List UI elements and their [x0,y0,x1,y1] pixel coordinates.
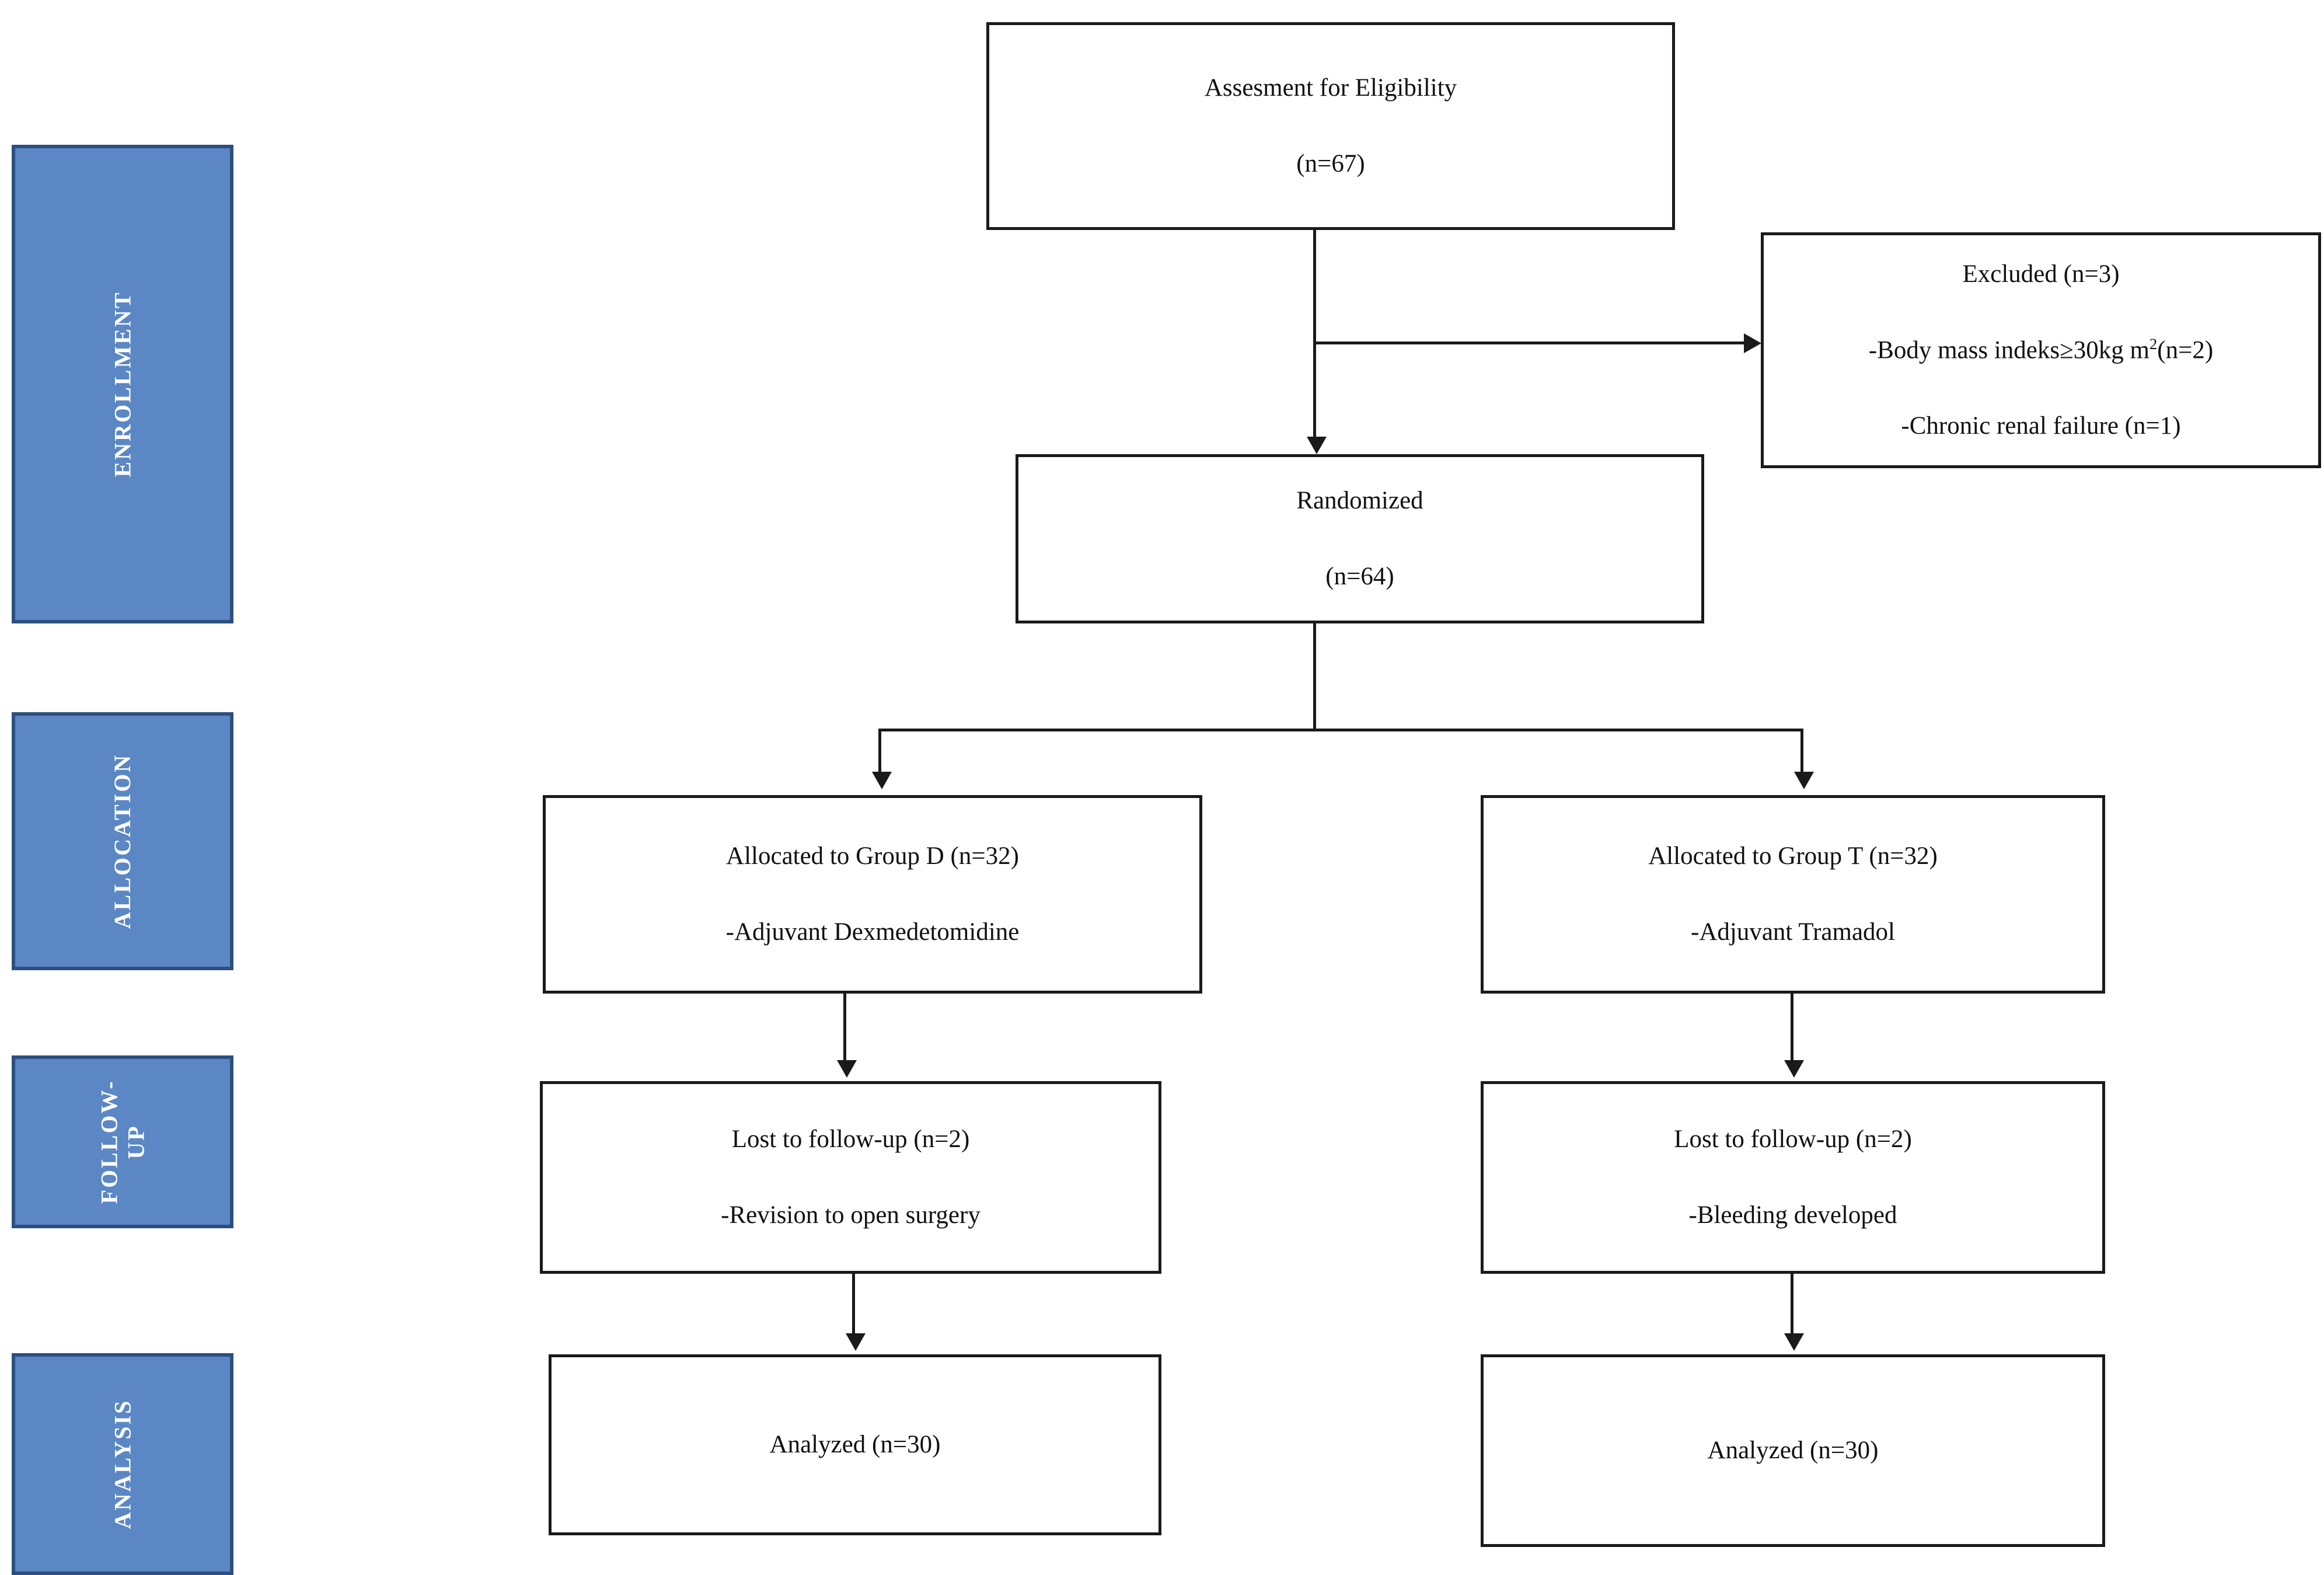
arrowhead-lost-right [1784,1060,1804,1078]
randomized-title: Randomized [1296,487,1423,515]
connector-split-to-group-t [1800,729,1803,774]
stage-label-analysis: ANALYSIS [109,1399,135,1529]
connector-lost-left-to-analyzed-left [852,1274,855,1334]
node-allocated-group-d: Allocated to Group D (n=32) -Adjuvant De… [543,795,1202,994]
node-randomized: Randomized (n=64) [1016,454,1704,623]
arrowhead-excluded [1744,333,1761,353]
lost-right-reason: -Bleeding developed [1688,1201,1897,1229]
node-analyzed-left: Analyzed (n=30) [549,1354,1161,1535]
connector-group-t-to-lost-right [1791,994,1793,1062]
node-assessment-for-eligibility: Assesment for Eligibility (n=67) [986,22,1675,230]
connector-lost-right-to-analyzed-right [1791,1274,1793,1334]
connector-allocation-split-bar [878,729,1803,731]
arrowhead-randomized [1307,437,1327,454]
arrowhead-analyzed-right [1784,1333,1804,1351]
excluded-reason-bmi-suffix: (n=2) [2157,336,2214,364]
connector-split-to-group-d [878,729,881,774]
node-excluded: Excluded (n=3) -Body mass indeks≥30kg m2… [1761,232,2321,468]
stage-label-allocation: ALLOCATION [109,753,135,929]
lost-left-title: Lost to follow-up (n=2) [731,1126,970,1154]
randomized-count: (n=64) [1325,563,1394,590]
connector-assessment-to-excluded [1313,342,1745,344]
node-allocated-group-t: Allocated to Group T (n=32) -Adjuvant Tr… [1481,795,2105,994]
analyzed-left-title: Analyzed (n=30) [769,1431,941,1459]
node-analyzed-right: Analyzed (n=30) [1481,1354,2105,1547]
stage-label-follow-up: FOLLOW- UP [95,1079,149,1204]
stage-box-analysis: ANALYSIS [12,1353,233,1575]
assessment-title: Assesment for Eligibility [1204,74,1457,102]
connector-assessment-to-randomized [1313,230,1316,440]
excluded-reason-bmi-exponent: 2 [2149,335,2158,353]
stage-label-enrollment: ENROLLMENT [109,291,135,478]
node-lost-to-follow-up-right: Lost to follow-up (n=2) -Bleeding develo… [1481,1081,2105,1274]
excluded-reason-bmi: -Body mass indeks≥30kg m2(n=2) [1869,335,2213,365]
lost-right-title: Lost to follow-up (n=2) [1674,1126,1912,1154]
arrowhead-group-t [1794,772,1814,789]
arrowhead-group-d [872,772,892,789]
lost-left-reason: -Revision to open surgery [721,1201,980,1229]
excluded-title: Excluded (n=3) [1962,260,2120,288]
stage-box-follow-up: FOLLOW- UP [12,1055,233,1228]
allocated-left-detail: -Adjuvant Dexmedetomidine [725,918,1020,946]
allocated-right-detail: -Adjuvant Tramadol [1691,918,1895,946]
excluded-reason-renal: -Chronic renal failure (n=1) [1901,412,2181,440]
connector-group-d-to-lost-left [843,994,846,1062]
arrowhead-analyzed-left [846,1333,866,1351]
stage-box-enrollment: ENROLLMENT [12,145,233,623]
connector-randomized-stem [1313,623,1316,731]
node-lost-to-follow-up-left: Lost to follow-up (n=2) -Revision to ope… [540,1081,1161,1274]
excluded-reason-bmi-prefix: -Body mass indeks≥30kg m [1868,336,2149,364]
arrowhead-lost-left [837,1060,857,1078]
stage-box-allocation: ALLOCATION [12,712,233,970]
allocated-right-title: Allocated to Group T (n=32) [1648,842,1938,870]
allocated-left-title: Allocated to Group D (n=32) [726,842,1019,870]
assessment-count: (n=67) [1296,150,1365,177]
analyzed-right-title: Analyzed (n=30) [1707,1437,1879,1465]
